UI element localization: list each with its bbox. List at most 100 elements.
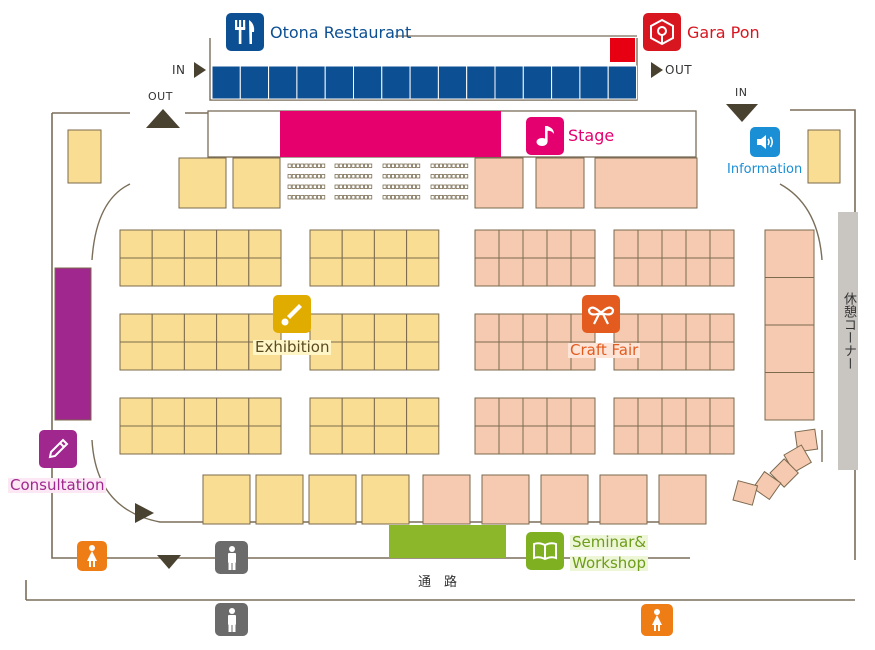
booth[interactable] xyxy=(685,341,711,371)
booth[interactable] xyxy=(546,341,572,371)
booth[interactable] xyxy=(406,229,440,259)
booth[interactable] xyxy=(685,397,711,427)
booth[interactable] xyxy=(685,425,711,455)
booth[interactable] xyxy=(613,425,639,455)
booth[interactable] xyxy=(637,397,663,427)
booth[interactable] xyxy=(248,425,282,455)
booth[interactable] xyxy=(637,341,663,371)
booth[interactable] xyxy=(522,257,548,287)
booth[interactable] xyxy=(637,313,663,343)
booth[interactable] xyxy=(540,474,589,525)
booth[interactable] xyxy=(546,257,572,287)
booth[interactable] xyxy=(151,313,185,343)
booth[interactable] xyxy=(341,257,375,287)
booth[interactable] xyxy=(522,425,548,455)
booth[interactable] xyxy=(422,474,471,525)
booth[interactable] xyxy=(570,229,596,259)
booth[interactable] xyxy=(661,425,687,455)
booth[interactable] xyxy=(373,425,408,455)
booth[interactable] xyxy=(183,229,218,259)
booth[interactable] xyxy=(474,157,524,209)
booth[interactable] xyxy=(474,425,500,455)
stage-area[interactable] xyxy=(207,110,697,158)
booth[interactable] xyxy=(481,474,530,525)
booth[interactable] xyxy=(341,341,375,371)
booth[interactable] xyxy=(183,397,218,427)
booth[interactable] xyxy=(498,257,524,287)
consultation-booth[interactable] xyxy=(54,267,92,421)
booth[interactable] xyxy=(216,397,250,427)
booth[interactable] xyxy=(661,229,687,259)
booth[interactable] xyxy=(216,257,250,287)
booth[interactable] xyxy=(658,474,707,525)
booth[interactable] xyxy=(406,257,440,287)
booth[interactable] xyxy=(309,257,343,287)
booth[interactable] xyxy=(119,397,153,427)
booth[interactable] xyxy=(637,257,663,287)
booth[interactable] xyxy=(309,397,343,427)
booth[interactable] xyxy=(498,341,524,371)
booth[interactable] xyxy=(373,257,408,287)
booth[interactable] xyxy=(661,341,687,371)
booth[interactable] xyxy=(406,341,440,371)
booth[interactable] xyxy=(546,397,572,427)
booth[interactable] xyxy=(613,257,639,287)
booth[interactable] xyxy=(373,229,408,259)
booth[interactable] xyxy=(709,313,735,343)
booth[interactable] xyxy=(248,229,282,259)
booth[interactable] xyxy=(474,257,500,287)
booth[interactable] xyxy=(151,229,185,259)
booth[interactable] xyxy=(570,397,596,427)
booth[interactable] xyxy=(183,341,218,371)
booth[interactable] xyxy=(661,257,687,287)
booth[interactable] xyxy=(709,397,735,427)
booth[interactable] xyxy=(373,341,408,371)
booth[interactable] xyxy=(546,313,572,343)
booth[interactable] xyxy=(570,257,596,287)
booth[interactable] xyxy=(474,229,500,259)
booth[interactable] xyxy=(685,257,711,287)
booth[interactable] xyxy=(764,229,815,278)
booth[interactable] xyxy=(373,313,408,343)
booth[interactable] xyxy=(361,474,410,525)
booth[interactable] xyxy=(119,313,153,343)
booth[interactable] xyxy=(216,341,250,371)
booth[interactable] xyxy=(613,397,639,427)
booth[interactable] xyxy=(119,341,153,371)
booth[interactable] xyxy=(498,425,524,455)
booth[interactable] xyxy=(183,313,218,343)
booth[interactable] xyxy=(709,341,735,371)
booth[interactable] xyxy=(309,229,343,259)
booth[interactable] xyxy=(546,425,572,455)
booth[interactable] xyxy=(764,324,815,373)
booth[interactable] xyxy=(406,425,440,455)
booth[interactable] xyxy=(522,313,548,343)
booth[interactable] xyxy=(613,229,639,259)
booth[interactable] xyxy=(764,277,815,326)
booth[interactable] xyxy=(119,257,153,287)
booth[interactable] xyxy=(637,425,663,455)
booth[interactable] xyxy=(474,397,500,427)
booth[interactable] xyxy=(341,229,375,259)
booth[interactable] xyxy=(522,229,548,259)
booth[interactable] xyxy=(535,157,585,209)
booth[interactable] xyxy=(637,229,663,259)
booth[interactable] xyxy=(341,397,375,427)
booth[interactable] xyxy=(232,157,281,209)
booth[interactable] xyxy=(685,313,711,343)
booth[interactable] xyxy=(151,341,185,371)
booth[interactable] xyxy=(661,397,687,427)
booth[interactable] xyxy=(661,313,687,343)
booth[interactable] xyxy=(474,313,500,343)
booth[interactable] xyxy=(594,157,698,209)
booth[interactable] xyxy=(216,425,250,455)
booth[interactable] xyxy=(498,229,524,259)
booth[interactable] xyxy=(752,470,782,501)
booth[interactable] xyxy=(570,425,596,455)
booth[interactable] xyxy=(474,341,500,371)
booth[interactable] xyxy=(522,397,548,427)
booth[interactable] xyxy=(248,397,282,427)
side-booth-right[interactable] xyxy=(807,129,841,184)
booth[interactable] xyxy=(341,425,375,455)
booth[interactable] xyxy=(309,425,343,455)
